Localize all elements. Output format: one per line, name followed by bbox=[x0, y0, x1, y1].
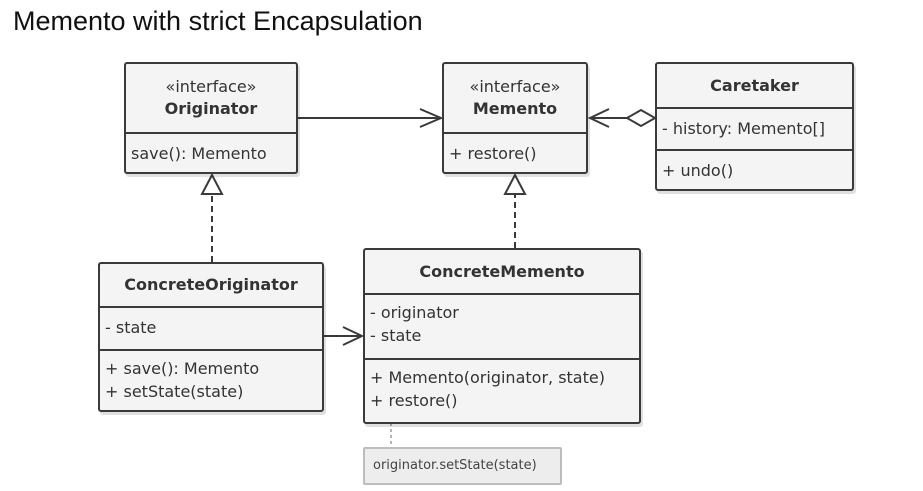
field-line: - state bbox=[370, 326, 422, 345]
realization-concrete-originator bbox=[200, 172, 224, 262]
methods-section: + Memento(originator, state) + restore() bbox=[365, 358, 639, 416]
method-line: + setState(state) bbox=[105, 382, 244, 401]
diagram-title: Memento with strict Encapsulation bbox=[13, 6, 423, 36]
method-line: + save(): Memento bbox=[105, 359, 260, 378]
methods-section: + save(): Memento + setState(state) bbox=[100, 349, 322, 407]
class-header: ConcreteOriginator bbox=[100, 264, 322, 306]
class-originator: «interface» Originator save(): Memento bbox=[124, 62, 298, 174]
fields-section: - originator - state bbox=[365, 293, 639, 358]
class-name: Originator bbox=[164, 99, 258, 118]
aggregation-caretaker-memento bbox=[587, 108, 658, 128]
field-line: - originator bbox=[370, 303, 459, 322]
class-name: ConcreteMemento bbox=[419, 261, 585, 281]
class-caretaker: Caretaker - history: Memento[] + undo() bbox=[655, 62, 854, 191]
method-line: save(): Memento bbox=[131, 144, 267, 163]
class-concrete-memento: ConcreteMemento - originator - state + M… bbox=[363, 248, 641, 424]
class-name: Caretaker bbox=[710, 75, 799, 95]
methods-section: + undo() bbox=[657, 149, 852, 186]
stereotype-label: «interface» bbox=[469, 77, 561, 96]
realization-concrete-memento bbox=[503, 172, 527, 248]
method-line: + restore() bbox=[449, 144, 537, 163]
class-name: ConcreteOriginator bbox=[124, 275, 298, 294]
association-originator-memento bbox=[297, 108, 444, 128]
fields-section: - history: Memento[] bbox=[657, 107, 852, 149]
association-concrete-originator-memento bbox=[323, 326, 365, 346]
class-header: ConcreteMemento bbox=[365, 250, 639, 293]
class-memento: «interface» Memento + restore() bbox=[442, 62, 588, 174]
methods-section: save(): Memento bbox=[126, 132, 296, 169]
field-line: - state bbox=[105, 318, 157, 337]
methods-section: + restore() bbox=[444, 132, 586, 169]
method-line: + undo() bbox=[662, 161, 734, 180]
method-line: + Memento(originator, state) bbox=[370, 368, 605, 387]
class-header: «interface» Memento bbox=[444, 64, 586, 132]
class-concrete-originator: ConcreteOriginator - state + save(): Mem… bbox=[98, 262, 324, 412]
stereotype-label: «interface» bbox=[165, 77, 257, 96]
field-line: - history: Memento[] bbox=[662, 119, 825, 138]
class-header: Caretaker bbox=[657, 64, 852, 107]
class-header: «interface» Originator bbox=[126, 64, 296, 132]
fields-section: - state bbox=[100, 306, 322, 349]
class-name: Memento bbox=[472, 99, 558, 118]
method-line: + restore() bbox=[370, 391, 458, 410]
code-note: originator.setState(state) bbox=[363, 447, 562, 485]
